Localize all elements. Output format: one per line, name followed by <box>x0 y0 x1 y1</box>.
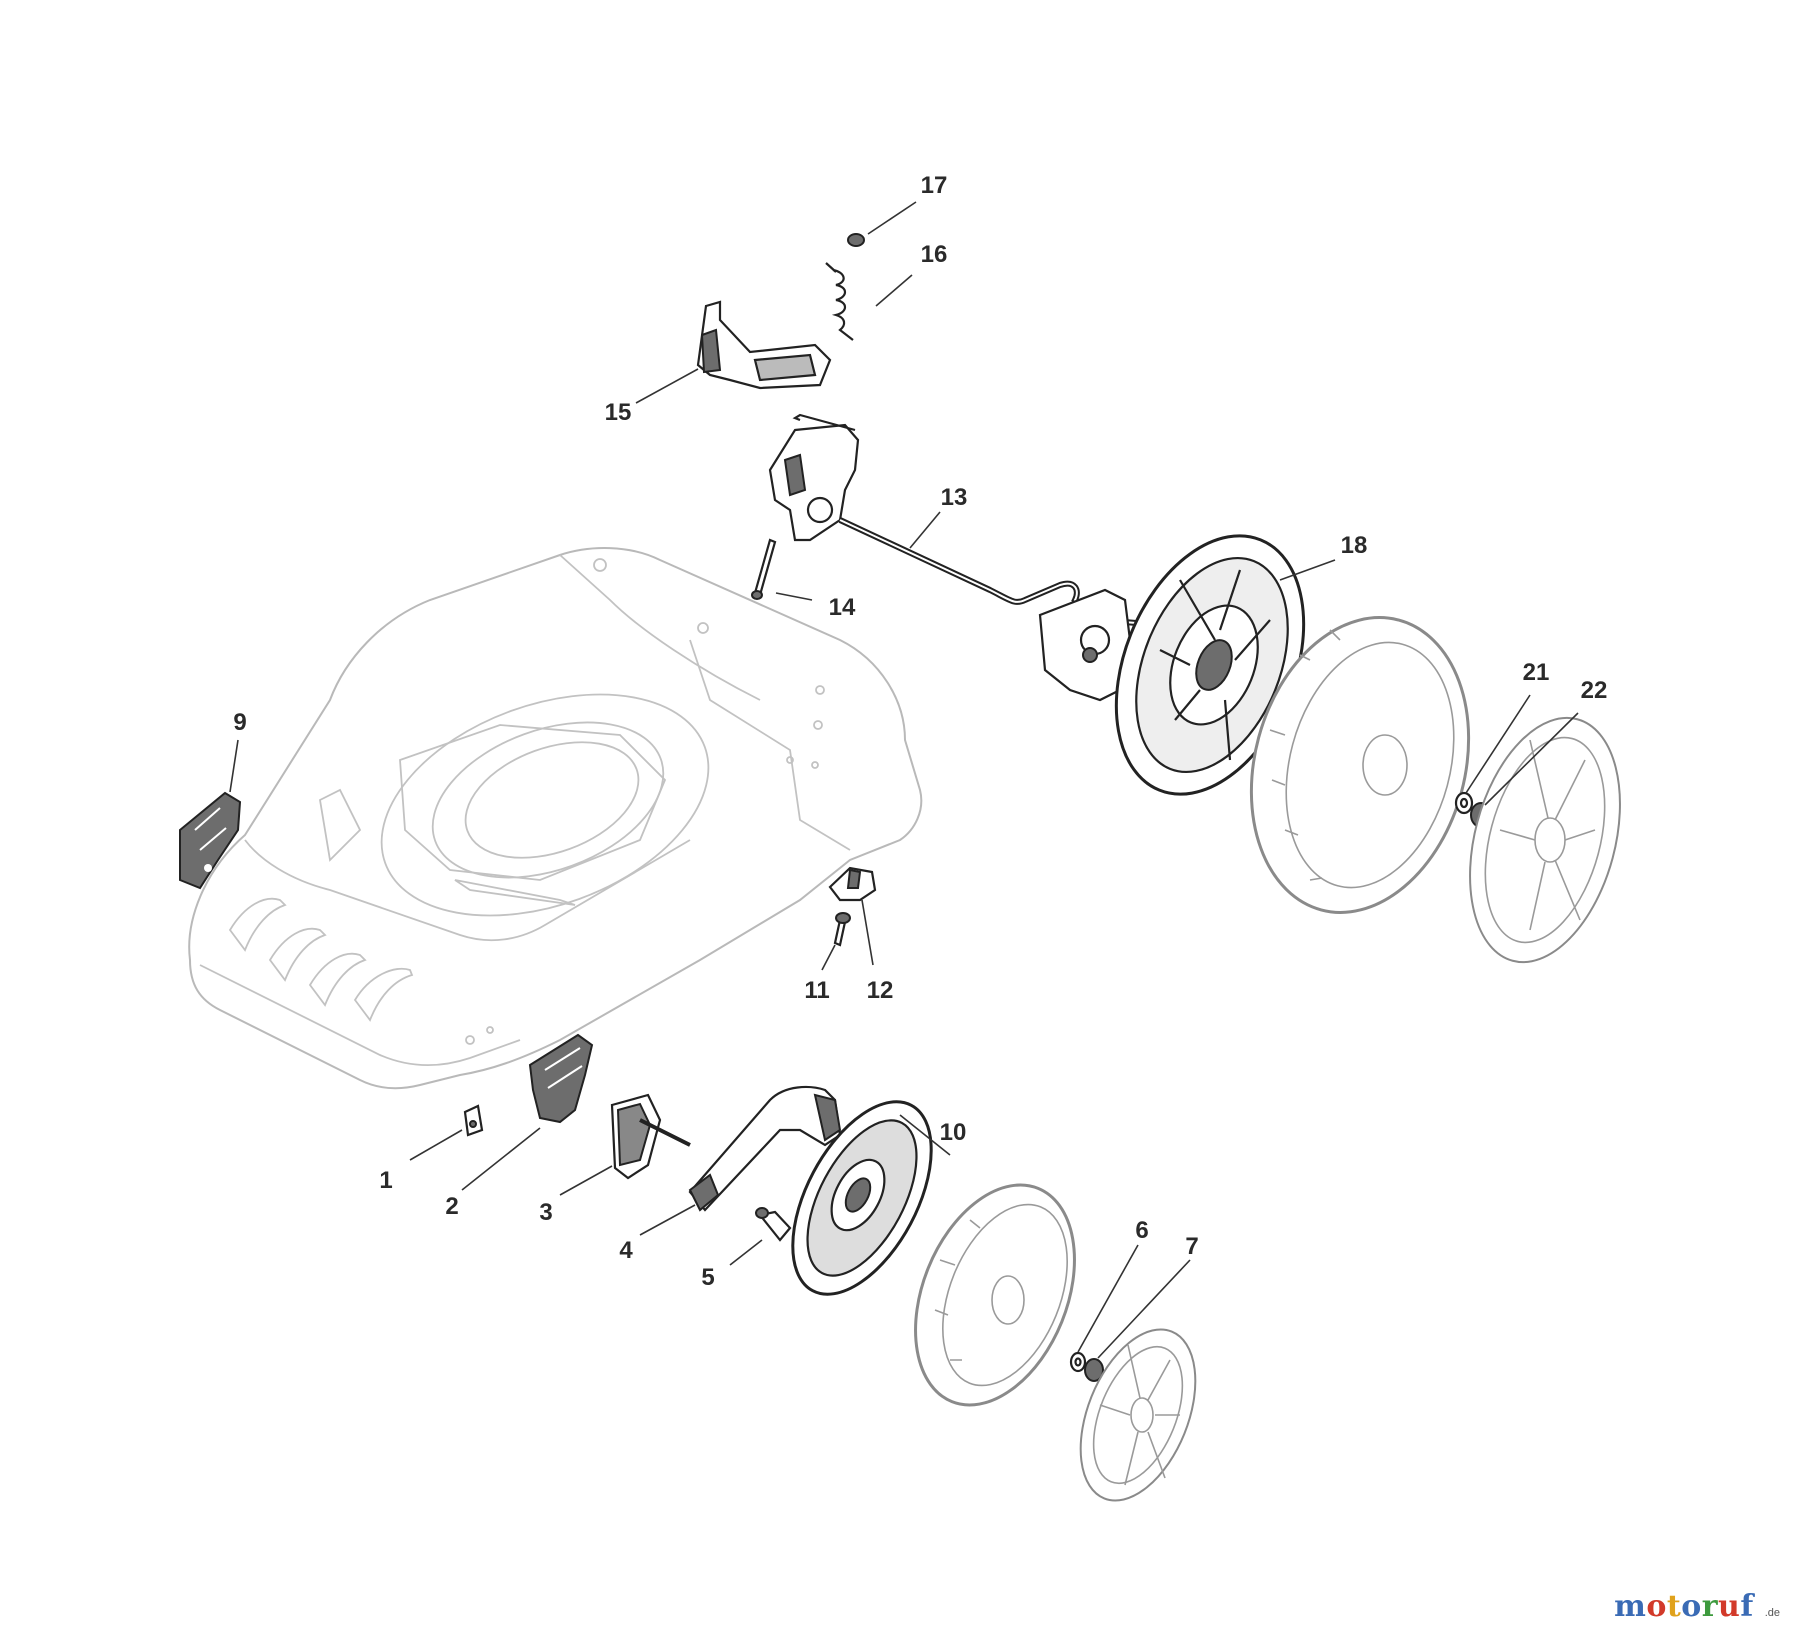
leader-12 <box>861 899 874 966</box>
watermark-letter: m <box>1614 1589 1647 1624</box>
front-wheel <box>914 1183 1076 1407</box>
leader-16 <box>875 274 913 307</box>
watermark-letter: r <box>1701 1589 1719 1624</box>
rear-hub-cap <box>1469 716 1621 964</box>
watermark-letter: f <box>1740 1589 1754 1624</box>
watermark-suffix: .de <box>1764 1607 1780 1619</box>
part-4-front-axle-arm <box>688 1085 842 1212</box>
part-6-washer <box>1069 1351 1087 1373</box>
callout-13: 13 <box>941 484 968 511</box>
leader-21 <box>1465 694 1531 794</box>
callout-11: 11 <box>804 977 829 1004</box>
watermark-letter: t <box>1666 1589 1682 1624</box>
callout-6: 6 <box>1135 1217 1148 1244</box>
watermark-letter: o <box>1646 1589 1667 1624</box>
front-hub-cap <box>1079 1328 1197 1502</box>
callout-22: 22 <box>1581 677 1608 704</box>
part-18-rear-hub-disc <box>1114 534 1306 796</box>
leader-18 <box>1279 559 1336 581</box>
callout-2: 2 <box>445 1193 458 1220</box>
motoruf-watermark-logo: motoruf .de <box>1614 1589 1780 1624</box>
part-16-spring <box>825 262 854 341</box>
callout-17: 17 <box>921 172 948 199</box>
callout-18: 18 <box>1341 532 1368 559</box>
part-2-height-plate <box>528 1033 594 1124</box>
part-17-nut <box>847 233 865 247</box>
part-7-nut <box>1084 1358 1104 1382</box>
leader-6 <box>1077 1244 1139 1353</box>
callout-12: 12 <box>867 977 894 1004</box>
leader-10 <box>899 1114 951 1156</box>
leader-1 <box>409 1129 463 1161</box>
callout-14: 14 <box>829 594 856 621</box>
callout-15: 15 <box>605 399 632 426</box>
leader-22 <box>1484 712 1579 806</box>
callout-3: 3 <box>539 1199 552 1226</box>
part-15-height-lever <box>696 300 832 390</box>
callout-5: 5 <box>701 1264 714 1291</box>
leader-2 <box>461 1127 541 1191</box>
part-21-washer <box>1454 791 1474 815</box>
callout-10: 10 <box>940 1119 967 1146</box>
leader-13 <box>909 511 941 549</box>
watermark-letter: o <box>1681 1589 1702 1624</box>
part-10-front-hub-disc <box>791 1100 933 1296</box>
part-13-rear-axle <box>768 413 1161 702</box>
leader-5 <box>729 1239 763 1266</box>
part-5-bolt <box>755 1207 792 1242</box>
rear-wheel <box>1249 616 1471 914</box>
callout-4: 4 <box>619 1237 633 1264</box>
callout-7: 7 <box>1185 1233 1198 1260</box>
callout-16: 16 <box>921 241 948 268</box>
part-3-front-bracket <box>610 1093 691 1180</box>
callout-1: 1 <box>379 1167 392 1194</box>
part-11-screw <box>833 912 851 947</box>
leader-lines <box>229 201 1579 1359</box>
leader-4 <box>639 1204 696 1236</box>
leader-3 <box>559 1165 613 1196</box>
leader-15 <box>635 368 699 404</box>
part-14-pin <box>751 538 777 600</box>
part-9-height-plate <box>179 791 242 890</box>
leader-11 <box>821 944 836 971</box>
leader-7 <box>1097 1259 1191 1359</box>
leader-17 <box>867 201 917 235</box>
callout-numbers: 1 2 3 4 5 6 7 9 10 11 12 13 14 15 16 17 … <box>233 172 1607 1291</box>
part-12-bracket <box>828 866 877 902</box>
mower-deck <box>188 547 923 1090</box>
part-1-clip <box>463 1104 484 1137</box>
callout-9: 9 <box>233 709 246 736</box>
callout-21: 21 <box>1523 659 1550 686</box>
watermark-letters: motoruf <box>1614 1589 1765 1624</box>
leader-9 <box>229 739 239 793</box>
leader-14 <box>775 592 813 601</box>
watermark-letter: u <box>1718 1589 1741 1624</box>
